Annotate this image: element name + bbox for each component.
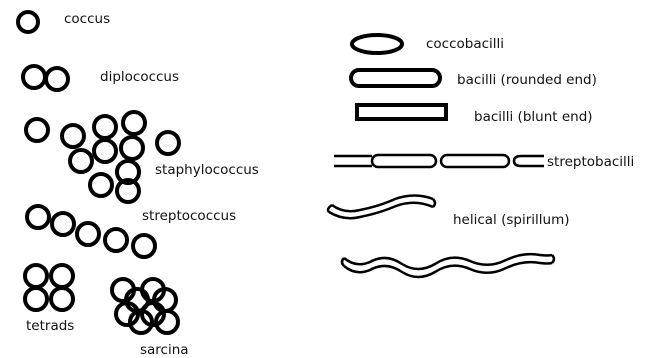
label-bacilli-blunt: bacilli (blunt end) [474, 109, 593, 125]
bacilli-rounded-shape [351, 70, 440, 86]
label-streptococcus: streptococcus [142, 208, 236, 224]
streptococcus-shape [27, 206, 155, 257]
sarcina-shape [112, 279, 178, 333]
label-coccobacilli: coccobacilli [426, 36, 504, 52]
helical-shape-upper [328, 196, 435, 219]
label-sarcina: sarcina [140, 342, 189, 358]
staphylococcus-shape [26, 112, 179, 202]
tetrads-shape [25, 265, 73, 310]
label-staphylococcus: staphylococcus [155, 162, 259, 178]
label-streptobacilli: streptobacilli [547, 154, 634, 170]
label-tetrads: tetrads [26, 318, 74, 334]
label-bacilli-rounded: bacilli (rounded end) [457, 72, 597, 88]
coccobacilli-shape [352, 35, 402, 53]
coccus-shape [18, 12, 38, 32]
label-coccus: coccus [64, 11, 110, 27]
diplococcus-shape [23, 66, 68, 90]
streptobacilli-shape [334, 155, 544, 167]
label-helical: helical (spirillum) [453, 212, 570, 228]
bacilli-blunt-shape [357, 105, 446, 119]
helical-shape-lower [342, 254, 554, 277]
label-diplococcus: diplococcus [100, 69, 179, 85]
